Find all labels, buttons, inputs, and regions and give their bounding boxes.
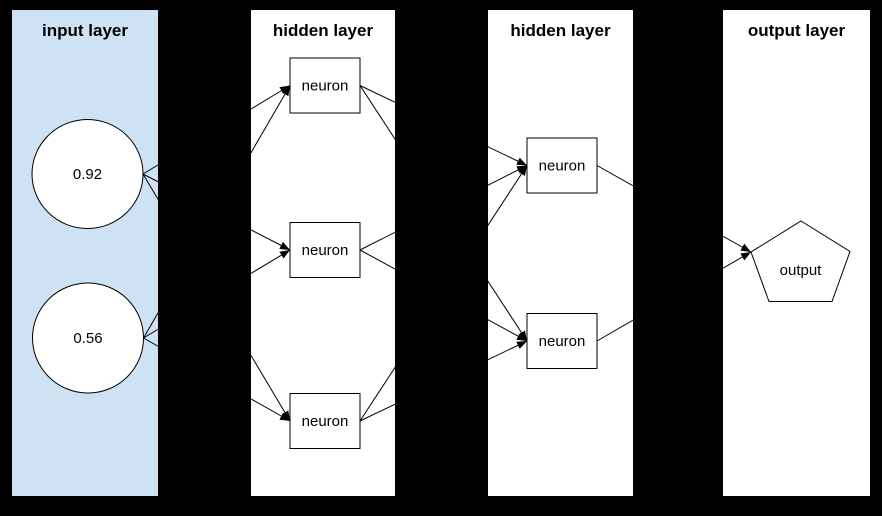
edge-h1-3-to-h2-2: [359, 340, 528, 422]
hidden-layer-1-title: hidden layer: [273, 21, 374, 40]
h1-neuron-2-box: [289, 222, 361, 278]
layer-titles: input layer hidden layer hidden layer ou…: [42, 21, 846, 40]
h1-neuron-2-label: neuron: [302, 242, 349, 259]
output-node-label: output: [780, 262, 823, 279]
edge-h2-2-to-output: [596, 251, 752, 342]
h1-neuron-3-label: neuron: [302, 413, 349, 430]
h2-neuron-1-label: neuron: [539, 158, 586, 175]
input-layer-panel: [12, 10, 158, 496]
edge-input-2-to-h1-1: [143, 85, 291, 339]
h2-neuron-2-box: [526, 313, 598, 369]
hidden-layer-2-panel: [488, 10, 633, 496]
edge-h1-2-to-h2-2: [359, 249, 528, 342]
edge-h1-3-to-h2-1: [359, 165, 528, 422]
node-labels: 0.92 0.56 neuron neuron neuron neuron ne…: [73, 78, 822, 431]
edge-input-2-to-h1-2: [143, 249, 291, 339]
input-node-2-circle: [32, 282, 144, 394]
edge-h1-2-to-h2-1: [359, 165, 528, 251]
edge-h2-1-to-output: [596, 165, 752, 253]
output-node-pentagon: [750, 220, 851, 302]
input-layer-title: input layer: [42, 21, 128, 40]
connections: [142, 85, 752, 422]
output-layer-title: output layer: [748, 21, 846, 40]
edge-input-1-to-h1-1: [142, 85, 291, 175]
edge-input-1-to-h1-3: [142, 173, 291, 422]
input-node-1-circle: [31, 119, 144, 229]
h1-neuron-1-box: [289, 57, 361, 114]
node-shapes: [31, 57, 851, 449]
edge-input-2-to-h1-3: [143, 337, 291, 422]
h2-neuron-1-box: [526, 137, 598, 194]
h2-neuron-2-label: neuron: [539, 333, 586, 350]
input-node-2-value: 0.56: [73, 330, 102, 347]
edge-h1-1-to-h2-1: [359, 85, 528, 166]
h1-neuron-1-label: neuron: [302, 78, 349, 95]
hidden-layer-2-title: hidden layer: [510, 21, 611, 40]
h1-neuron-3-box: [289, 393, 361, 449]
edge-h1-1-to-h2-2: [359, 85, 528, 342]
input-node-1-value: 0.92: [73, 166, 102, 183]
